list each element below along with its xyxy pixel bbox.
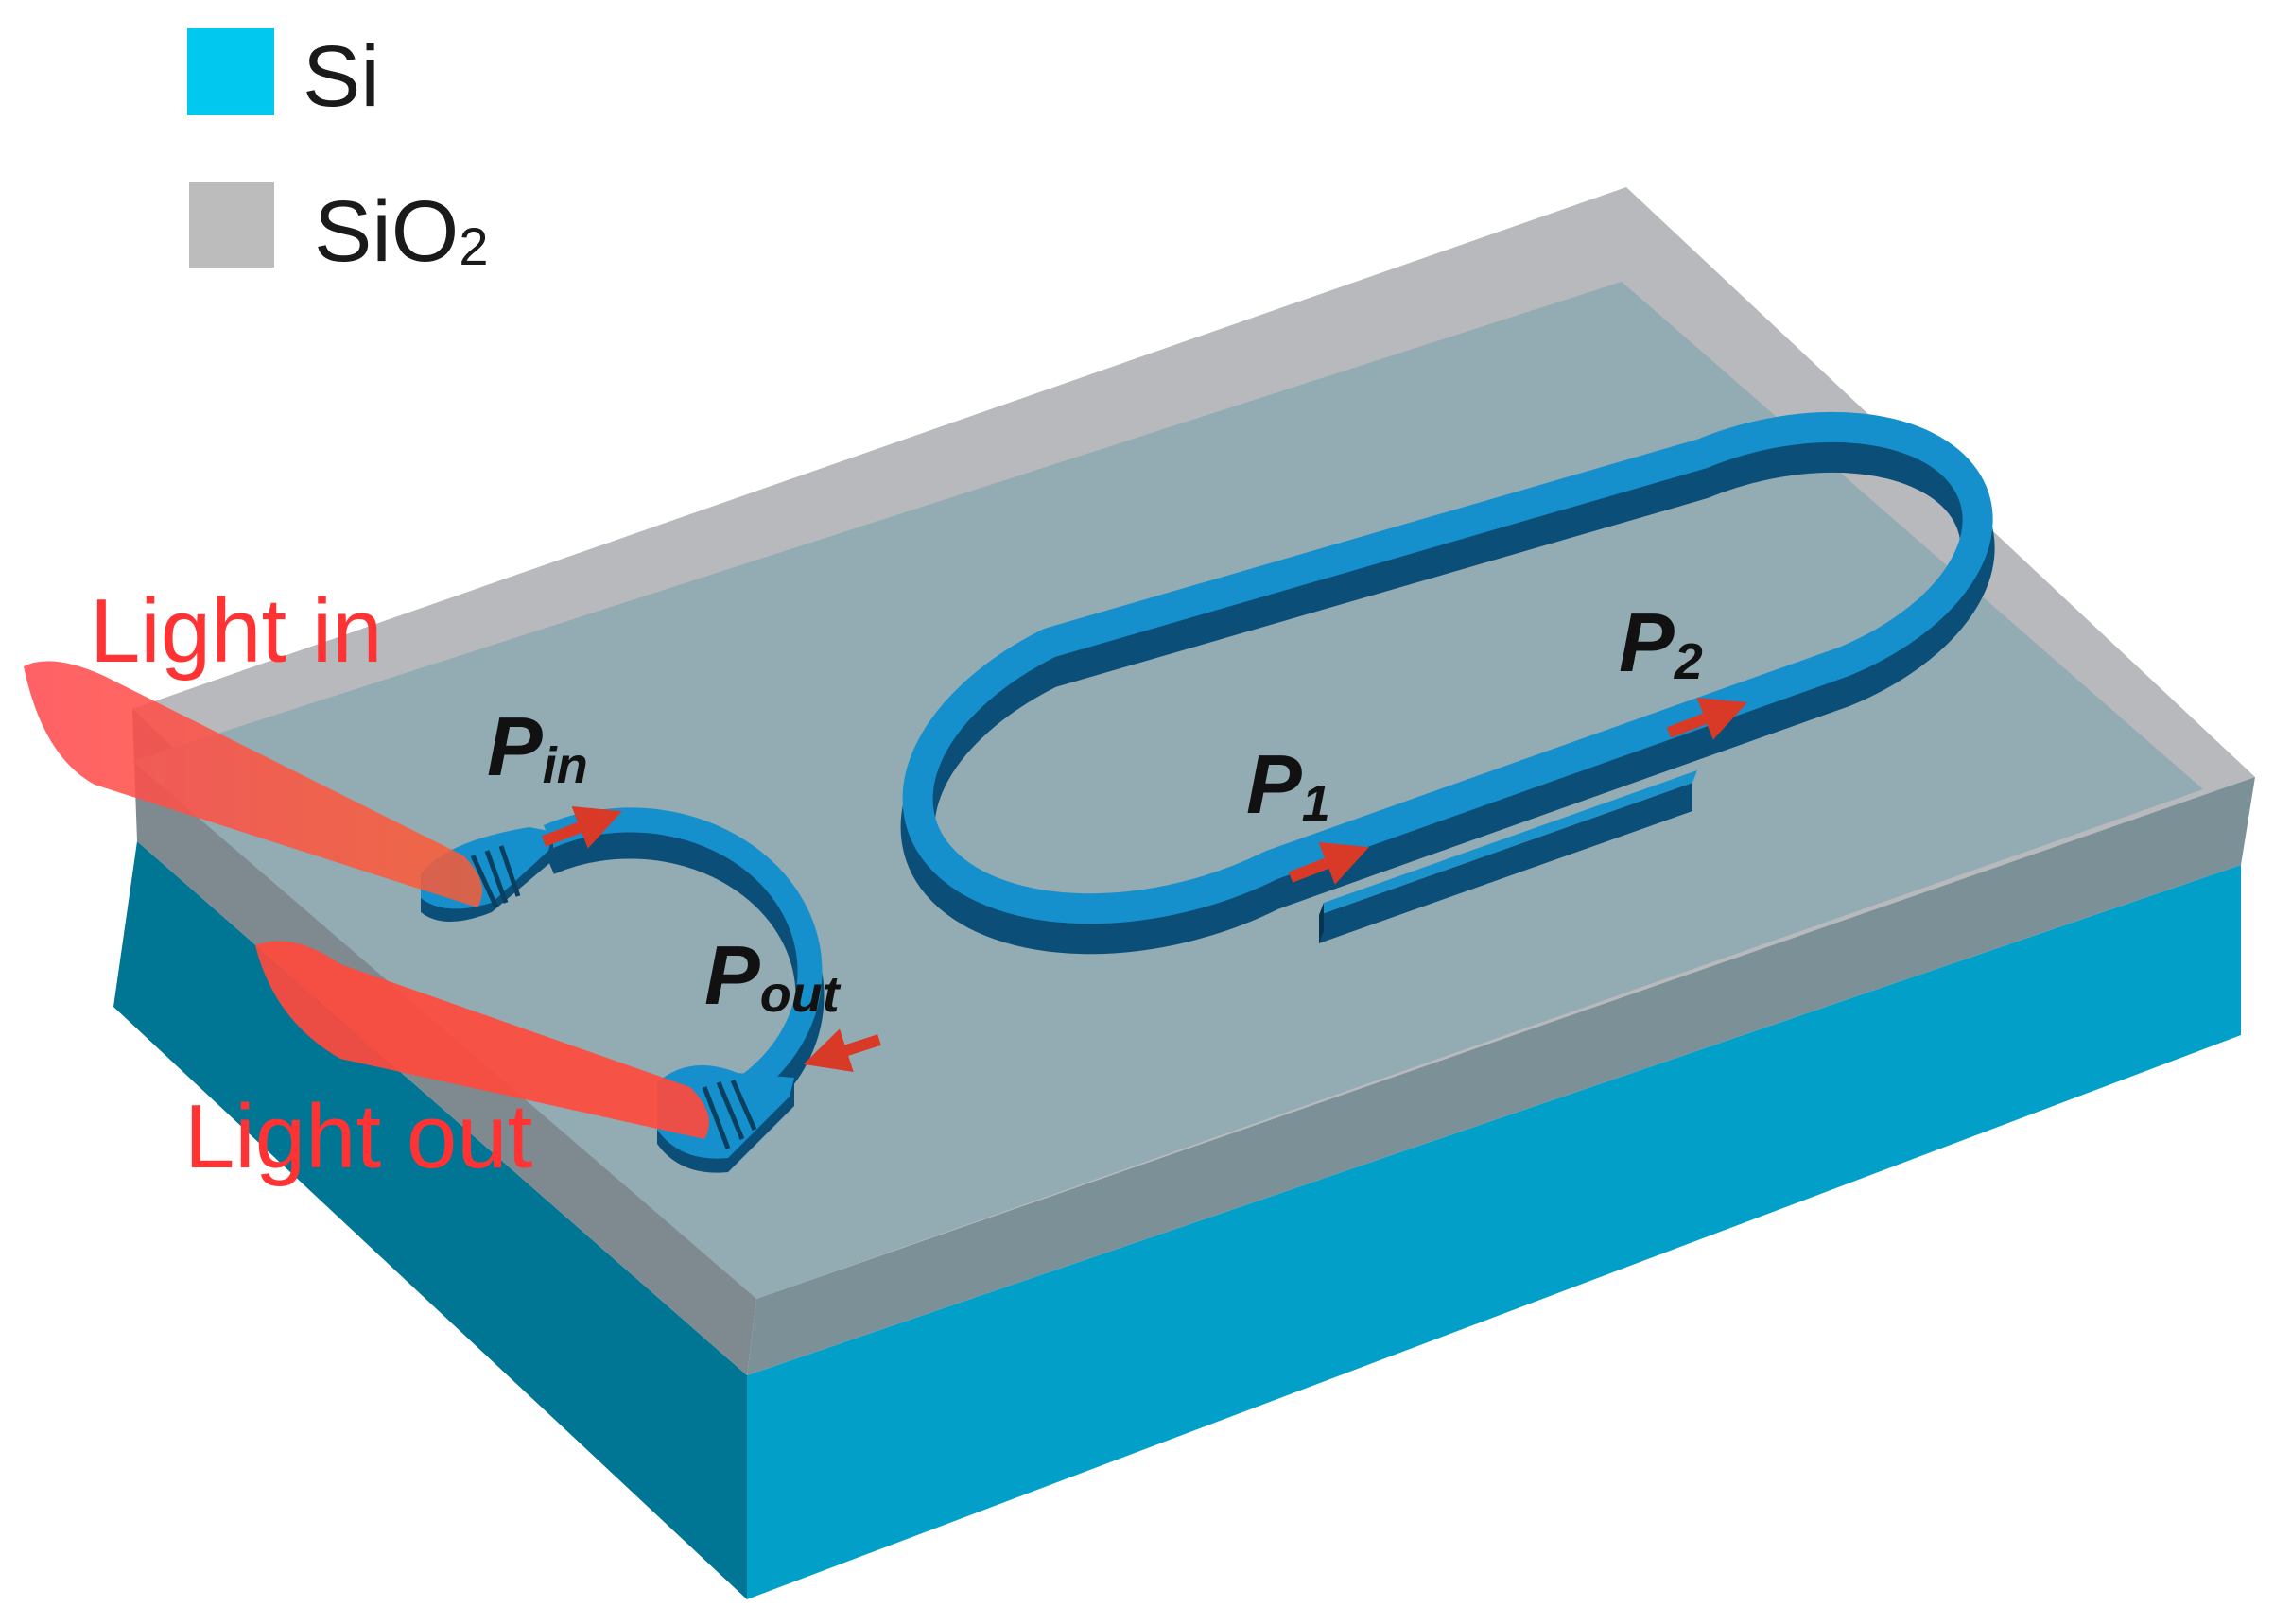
arrow-p-out (803, 1028, 881, 1072)
light-out-label: Light out (184, 1086, 532, 1187)
legend-swatch-si (187, 28, 274, 115)
bus-waveguide (1319, 770, 1697, 943)
si-substrate-front-face (747, 865, 2241, 1599)
legend-swatch-sio2 (189, 182, 274, 268)
arrow-p-2 (1666, 697, 1747, 740)
legend-label-sio2: SiO2 (314, 183, 489, 280)
arrow-p-in (541, 805, 622, 849)
direction-arrows (541, 697, 1747, 1072)
label-p-2: P2 (1619, 596, 1703, 690)
sio2-front-face (747, 777, 2255, 1375)
light-in-label: Light in (90, 580, 383, 682)
arrow-p-1 (1288, 841, 1369, 885)
label-p-in: Pin (487, 700, 588, 794)
legend-label-si: Si (303, 28, 380, 125)
light-out-beam (255, 941, 709, 1139)
si-substrate-left-face (113, 841, 747, 1599)
label-p-out: Pout (704, 928, 842, 1023)
legend: Si SiO2 (187, 28, 489, 280)
label-p-1: P1 (1246, 737, 1330, 832)
racetrack-resonator (900, 411, 1995, 955)
device-plane (132, 282, 2203, 1299)
light-in-beam (24, 661, 482, 907)
